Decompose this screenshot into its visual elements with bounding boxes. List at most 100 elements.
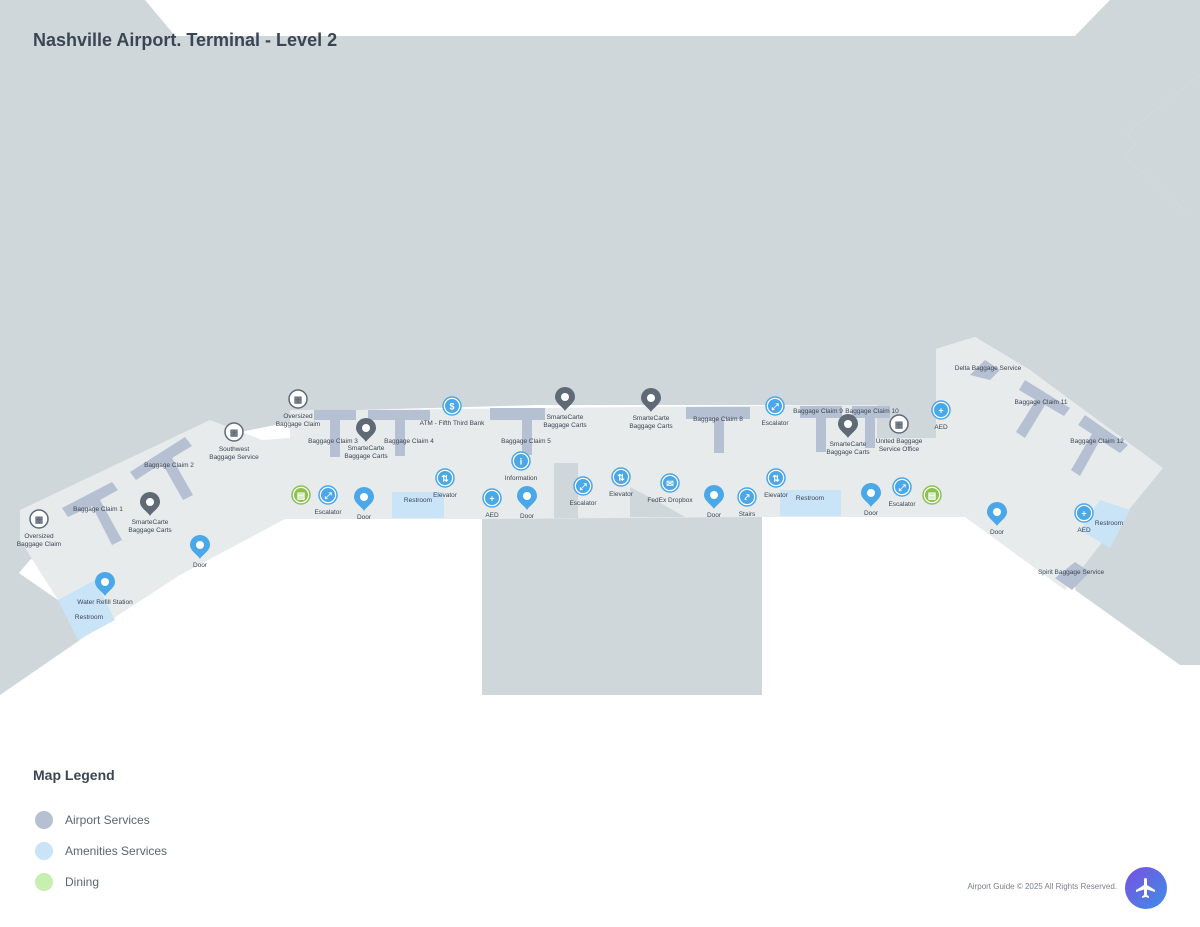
baggage-belt-12 [1071,415,1128,476]
map-marker-escalator[interactable]: ⤢ Escalator [888,477,916,508]
map-marker-elevator[interactable]: ⇅ Elevator [609,467,634,498]
marker-label: Door [707,512,722,519]
marker-label: Baggage Carts [629,423,673,430]
map-marker-dining[interactable]: ▤ [922,485,942,505]
map-marker-stairs[interactable]: ⤤Stairs [737,487,757,518]
map-marker-escalator[interactable]: ⤢Escalator [761,396,789,427]
legend-item-dining: Dining [35,872,99,892]
label-baggage-claim-2: Baggage Claim 2 [144,462,194,469]
marker-glyph: ▦ [35,515,44,525]
map-marker-pin[interactable]: Door [517,486,537,520]
map-marker-aed[interactable]: +AED [1074,503,1094,534]
map-marker-elevator[interactable]: ⇅Elevator [433,468,458,499]
airplane-icon [1136,878,1155,898]
marker-label: Information [505,475,538,482]
label-baggage-claim-9: Baggage Claim 9 [793,408,843,415]
delta-counter [970,360,1000,380]
map-marker-escalator[interactable]: ⤢Escalator [569,476,597,507]
marker-glyph: ⇅ [772,474,780,484]
dining-icon [294,488,308,502]
marker-label: Baggage Carts [344,453,388,460]
label-restroom-center-left: Restroom [404,497,432,504]
legend-title: Map Legend [33,767,115,783]
pin-center [523,492,531,500]
pin-center [196,541,204,549]
marker-glyph: i [520,457,523,467]
marker-label: Service Office [879,446,920,453]
marker-glyph: $ [449,402,454,412]
label-restroom-west: Restroom [75,614,103,621]
marker-label: Door [864,510,879,517]
aed-icon [485,491,499,505]
map-marker-aed[interactable]: +AED [931,400,951,431]
marker-label: Door [990,529,1005,536]
map-marker-dining[interactable]: ▤ [291,485,311,505]
marker-glyph: ▤ [928,491,937,501]
restroom-west [58,580,115,640]
label-restroom-center-right: Restroom [796,495,824,502]
airport-guide-button[interactable] [1125,867,1167,909]
atm-icon [445,399,459,413]
map-marker-pin[interactable]: Water Refill Station [77,572,133,606]
baggage-belts [62,360,1128,590]
map-marker-elevator[interactable]: ⇅Elevator [764,468,789,499]
map-marker-mail[interactable]: ✉FedEx Dropbox [647,473,693,504]
map-marker-pin[interactable]: Door [190,535,210,569]
marker-label: Door [193,562,208,569]
baggage-belt-10 [852,406,890,448]
marker-label: Baggage Carts [826,449,870,456]
marker-glyph: ⤢ [897,483,905,493]
marker-label: SmarteCarte [132,519,169,526]
map-marker-pin[interactable]: Door [987,502,1007,536]
baggage-belt-11 [1016,380,1070,438]
marker-glyph: ▦ [230,428,239,438]
marker-label: Oversized [283,413,313,420]
building-east-wing [1075,0,1200,420]
map-marker-atm[interactable]: $ATM - Fifth Third Bank [420,396,486,427]
map-marker-escalator[interactable]: ⤢Escalator [314,485,342,516]
marker-label: AED [485,512,499,519]
marker-label: Escalator [569,500,597,507]
pin-center [844,420,852,428]
marker-label: Southwest [219,446,250,453]
marker-label: Elevator [609,491,634,498]
marker-label: Escalator [888,501,916,508]
marker-glyph: ✉ [666,479,674,489]
marker-glyph: ⇅ [617,473,625,483]
label-baggage-claim-3: Baggage Claim 3 [308,438,358,445]
mail-icon [663,476,677,490]
info-icon [514,454,528,468]
central-wedge [630,487,685,517]
pin-center [993,508,1001,516]
marker-label: Escalator [761,420,789,427]
map-marker-pin[interactable]: Door [861,483,881,517]
legend-label: Airport Services [65,813,150,827]
pin-center [101,578,109,586]
baggage-belt-5 [490,408,545,455]
map-marker-aed[interactable]: + AED [482,488,502,519]
map-marker-pin[interactable]: Door [704,485,724,519]
marker-label: Stairs [739,511,756,518]
label-baggage-claim-5: Baggage Claim 5 [501,438,551,445]
marker-label: Water Refill Station [77,599,133,606]
marker-glyph: + [489,494,494,504]
label-baggage-claim-4: Baggage Claim 4 [384,438,434,445]
marker-label: Oversized [24,533,54,540]
legend-dot-airport-services [35,811,53,829]
label-baggage-claim-8: Baggage Claim 8 [693,416,743,423]
escalator-icon [768,399,782,413]
map-marker-pin[interactable]: Door [354,487,374,521]
area-labels: Baggage Claim 1 Baggage Claim 2 Baggage … [73,365,1124,621]
label-spirit-baggage-service: Spirit Baggage Service [1038,569,1105,576]
